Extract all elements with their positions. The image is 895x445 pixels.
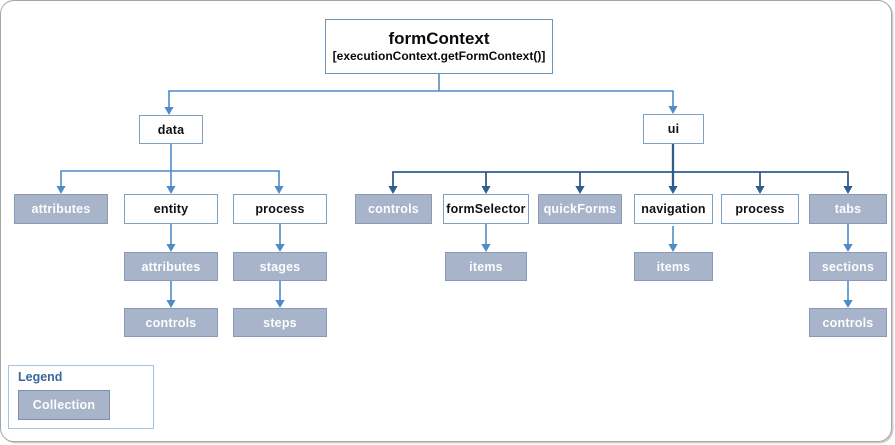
node-process-stages: stages [233,252,327,281]
node-data-attributes: attributes [14,194,108,224]
node-entity-controls: controls [124,308,218,337]
node-formcontext-subtitle: [executionContext.getFormContext()] [332,49,546,64]
node-process-steps: steps [233,308,327,337]
node-formcontext: formContext [executionContext.getFormCon… [325,19,553,74]
node-ui-controls: controls [355,194,432,224]
node-ui-process: process [721,194,799,224]
node-data-process: process [233,194,327,224]
legend-title: Legend [18,370,63,384]
node-formcontext-title: formContext [388,28,490,48]
node-formselector-items: items [445,252,527,281]
node-tabs: tabs [809,194,887,224]
node-navigation: navigation [634,194,713,224]
node-entity: entity [124,194,218,224]
node-data: data [139,115,203,144]
legend-box: Legend Collection [8,365,154,429]
node-entity-attributes: attributes [124,252,218,281]
node-formselector: formSelector [443,194,529,224]
legend-collection-swatch: Collection [18,390,110,420]
node-ui: ui [643,114,704,144]
node-navigation-items: items [634,252,713,281]
node-quickforms: quickForms [538,194,622,224]
node-tabs-sections: sections [809,252,887,281]
node-sections-controls: controls [809,308,887,337]
